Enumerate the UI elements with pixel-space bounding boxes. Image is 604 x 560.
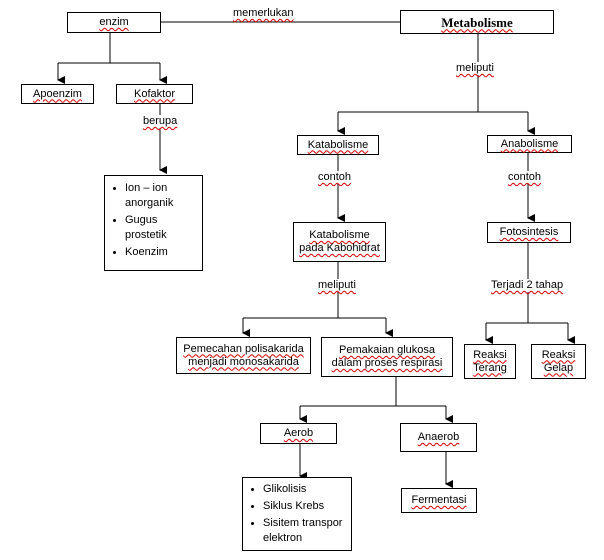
list-item: Siklus Krebs [263, 499, 347, 514]
list-item: Koenzim [125, 245, 198, 260]
label-berupa: berupa [142, 115, 179, 128]
list-item: Glikolisis [263, 482, 347, 497]
node-pemakaian-glukosa: Pemakaian glukosa dalam proses respirasi [321, 337, 453, 377]
node-katabolisme-karbohidrat: Katabolisme pada Kabohidrat [293, 222, 386, 262]
list-kofaktor: Ion – ion anorganik Gugus prostetik Koen… [104, 175, 203, 271]
list-item: Gugus prostetik [125, 213, 198, 243]
label-contoh-katabolisme: contoh [317, 171, 353, 184]
label-terjadi-2-tahap: Terjadi 2 tahap [490, 279, 565, 292]
node-reaksi-gelap: Reaksi Gelap [531, 344, 586, 379]
label-meliputi-metabolisme: meliputi [455, 62, 495, 75]
list-item: Sisitem transpor elektron [263, 516, 347, 546]
node-reaksi-terang: Reaksi Terang [464, 344, 516, 379]
node-metabolisme: Metabolisme [400, 10, 554, 34]
label-contoh-anabolisme: contoh [507, 171, 543, 184]
node-fermentasi: Fermentasi [401, 488, 477, 513]
node-pemecahan-polisakarida: Pemecahan polisakarida menjadi monosakar… [176, 337, 311, 374]
node-enzim: enzim [67, 12, 161, 33]
node-anaerob: Anaerob [400, 423, 477, 452]
node-kofaktor: Kofaktor [116, 84, 193, 104]
node-katabolisme: Katabolisme [297, 135, 379, 155]
node-fotosintesis: Fotosintesis [487, 222, 571, 243]
node-aerob: Aerob [260, 423, 337, 444]
node-apoenzim: Apoenzim [21, 84, 94, 104]
list-item: Ion – ion anorganik [125, 181, 198, 211]
label-memerlukan: memerlukan [232, 7, 295, 20]
list-aerob: Glikolisis Siklus Krebs Sisitem transpor… [242, 477, 352, 551]
node-anabolisme: Anabolisme [487, 135, 572, 153]
label-meliputi-karbohidrat: meliputi [317, 279, 357, 292]
